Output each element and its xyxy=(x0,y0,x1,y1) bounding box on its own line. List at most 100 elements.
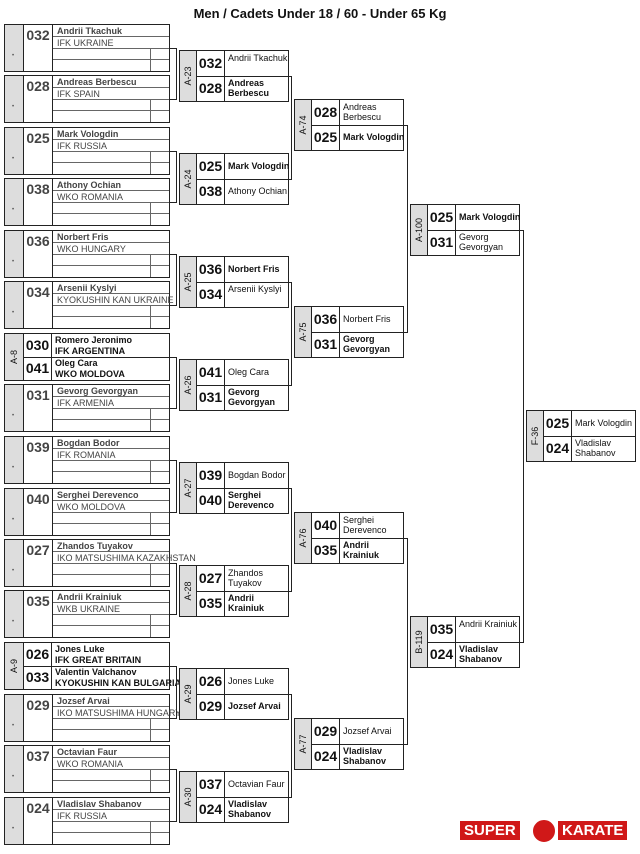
prefight-tag-label: A-9 xyxy=(9,658,19,674)
match-name: Gevorg Gevorgyan xyxy=(459,232,504,252)
match-number: 025 xyxy=(197,154,225,179)
entry-grid-line xyxy=(53,729,169,730)
match-tag-label: A-29 xyxy=(183,684,193,704)
match-number: 040 xyxy=(312,513,340,538)
bracket-connector xyxy=(170,718,176,719)
entry-club: WKB UKRAINE xyxy=(57,604,121,614)
entry-grid-line xyxy=(150,202,151,225)
entry-grid-line xyxy=(53,48,169,49)
bracket-connector xyxy=(291,694,292,798)
entry-dot-icon: • xyxy=(12,568,15,574)
entry-name: Vladislav Shabanov xyxy=(57,799,142,809)
entry-name: Gevorg Gevorgyan xyxy=(57,386,139,396)
match-name: Athony Ochian xyxy=(228,186,288,196)
prefight-name: Valentin Valchanov xyxy=(55,667,137,677)
bracket-connector xyxy=(170,769,176,770)
match-number: 026 xyxy=(197,669,225,694)
bracket-connector xyxy=(289,282,291,283)
match-number: 028 xyxy=(197,76,225,101)
entry-grid-line xyxy=(150,563,151,586)
match-tag: A-26 xyxy=(180,360,197,410)
bracket-connector xyxy=(170,512,176,513)
match-number: 031 xyxy=(312,332,340,357)
entry-grid-line xyxy=(150,821,151,844)
entry-grid-line xyxy=(53,460,169,461)
entry-club: IKO MATSUSHIMA HUNGARY xyxy=(57,708,182,718)
entry-club: IFK ROMANIA xyxy=(57,450,116,460)
entry-dot-icon: • xyxy=(12,310,15,316)
entry-club: IFK RUSSIA xyxy=(57,141,108,151)
bracket-connector xyxy=(289,385,291,386)
entry-grid-line xyxy=(53,396,169,397)
match-number: 029 xyxy=(312,719,340,744)
entry-grid-line xyxy=(53,99,169,100)
bracket-connector xyxy=(291,76,292,180)
bracket-connector xyxy=(176,48,177,100)
entry-side-panel: • xyxy=(5,282,24,328)
entry-grid-line xyxy=(150,614,151,637)
match-number: 041 xyxy=(197,360,225,385)
match-tag: A-75 xyxy=(295,307,312,357)
match-number: 024 xyxy=(312,744,340,769)
match-number: 024 xyxy=(544,436,572,461)
entry-dot-icon: • xyxy=(12,826,15,832)
match-number: 029 xyxy=(197,694,225,719)
page-title: Men / Cadets Under 18 / 60 - Under 65 Kg xyxy=(193,6,447,21)
entry-grid-line xyxy=(150,718,151,741)
entry-dot-icon: • xyxy=(12,104,15,110)
entry-number: 037 xyxy=(24,746,53,792)
match-tag: A-28 xyxy=(180,566,197,616)
match-name: Andreas Berbescu xyxy=(343,102,382,122)
bracket-connector xyxy=(170,460,176,461)
match-tag-label: A-76 xyxy=(298,528,308,548)
bracket-connector xyxy=(170,151,176,152)
entry-grid-line xyxy=(53,448,169,449)
match-name: Jozsef Arvai xyxy=(343,726,392,736)
match-number: 038 xyxy=(197,179,225,204)
bracket-connector xyxy=(176,666,177,719)
match-name: Oleg Cara xyxy=(228,367,270,377)
match-name: Andrii Krainiuk xyxy=(343,540,380,560)
match-number: 032 xyxy=(197,51,225,76)
match-tag: A-100 xyxy=(411,205,428,255)
match-name: Vladislav Shabanov xyxy=(459,644,503,664)
